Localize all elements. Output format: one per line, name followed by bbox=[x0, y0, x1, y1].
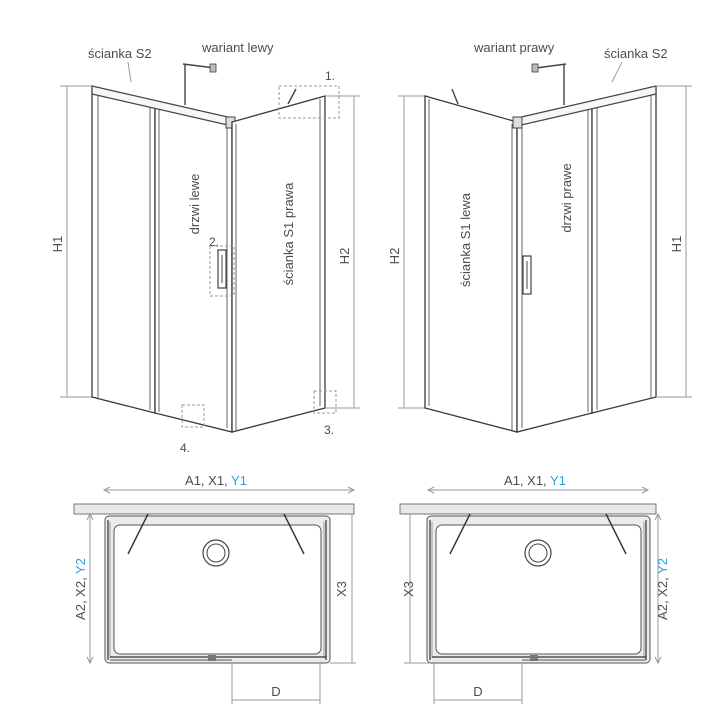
left-plan-view: A1, X1, Y1 A2, X2, Y2 X3 D bbox=[73, 473, 356, 704]
right-variant-label: wariant prawy bbox=[473, 40, 555, 55]
right-door-label: drzwi prawe bbox=[559, 163, 574, 232]
left-s1-wall-panel bbox=[231, 95, 326, 433]
detail-2-label: 2. bbox=[209, 235, 219, 249]
left-plan-d-label: D bbox=[271, 684, 280, 699]
left-detail-3: 3. bbox=[313, 390, 337, 437]
detail-3-label: 3. bbox=[324, 423, 334, 437]
right-s2-wall-panel bbox=[591, 87, 657, 414]
right-wall-s2-label: ścianka S2 bbox=[604, 46, 668, 61]
left-h2-label: H2 bbox=[337, 248, 352, 265]
left-wall-s2-label: ścianka S2 bbox=[88, 46, 152, 61]
right-wall-s1-label: ścianka S1 lewa bbox=[458, 192, 473, 287]
right-plan-depth-label: A2, X2, Y2 bbox=[655, 558, 670, 620]
right-plan-x3-label: X3 bbox=[401, 581, 416, 597]
right-plan-d-label: D bbox=[473, 684, 482, 699]
right-plan-view: A1, X1, Y1 X3 A2, X2, Y2 D bbox=[399, 473, 670, 704]
left-h1-dimension: H1 bbox=[50, 85, 92, 398]
left-detail-4: 4. bbox=[180, 404, 205, 455]
right-elevation: H2 wariant prawy ścianka S2 ścianka S1 l… bbox=[387, 40, 692, 433]
right-h1-label: H1 bbox=[669, 236, 684, 253]
detail-1-label: 1. bbox=[325, 69, 335, 83]
left-plan-x3-label: X3 bbox=[334, 581, 349, 597]
left-wall-s1-label: ścianka S1 prawa bbox=[281, 182, 296, 285]
left-h1-label: H1 bbox=[50, 236, 65, 253]
right-h2-label: H2 bbox=[387, 248, 402, 265]
left-variant-label: wariant lewy bbox=[201, 40, 274, 55]
left-s2-wall-panel bbox=[91, 87, 156, 414]
left-detail-1: 1. bbox=[278, 69, 340, 119]
right-plan-width-label: A1, X1, Y1 bbox=[504, 473, 566, 488]
left-h2-dimension: H2 bbox=[325, 95, 360, 409]
right-h2-dimension: H2 bbox=[387, 95, 428, 409]
right-h1-dimension: H1 bbox=[656, 85, 692, 398]
left-plan-width-label: A1, X1, Y1 bbox=[185, 473, 247, 488]
left-door-label: drzwi lewe bbox=[187, 174, 202, 235]
detail-4-label: 4. bbox=[180, 441, 190, 455]
left-elevation: H1 ścianka S2 wariant lewy drzwi lewe śc… bbox=[50, 40, 360, 455]
left-detail-2: 2. bbox=[209, 235, 235, 297]
left-plan-depth-label: A2, X2, Y2 bbox=[73, 558, 88, 620]
